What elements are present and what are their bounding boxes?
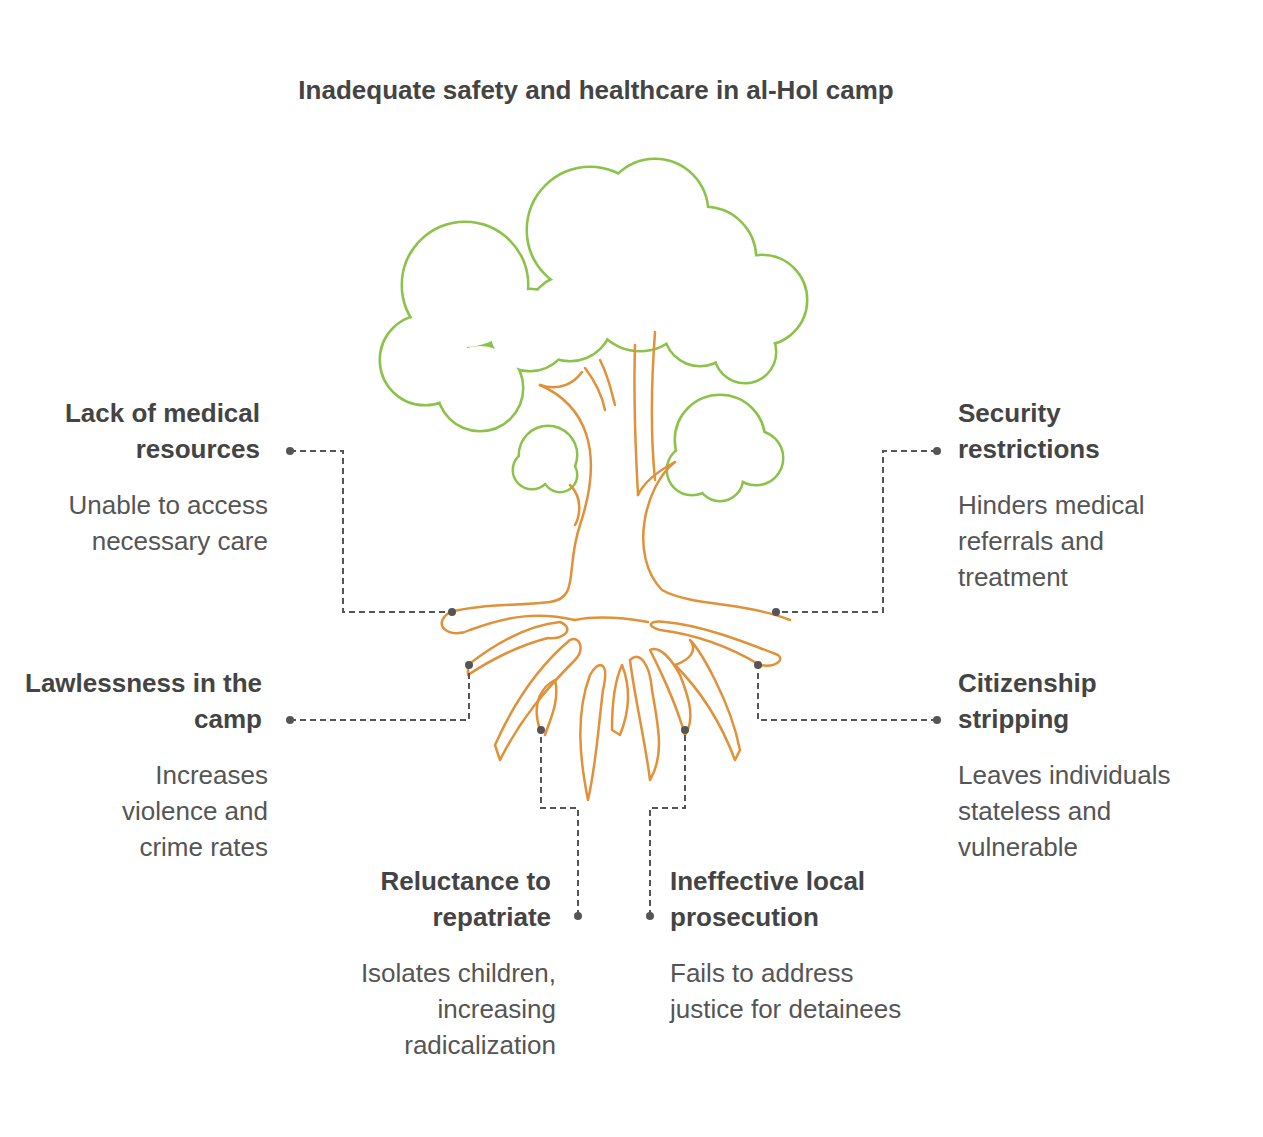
callout-description: Isolates children, increasing radicaliza… bbox=[306, 955, 556, 1063]
leader-line bbox=[290, 451, 937, 916]
tree-canopy bbox=[514, 427, 576, 491]
callout-heading: Lack of medical resources bbox=[20, 395, 260, 467]
callout-heading: Lawlessness in the camp bbox=[22, 665, 262, 737]
callout-description: Fails to address justice for detainees bbox=[670, 955, 910, 1027]
callout-heading: Ineffective local prosecution bbox=[670, 863, 940, 935]
tree-canopy bbox=[668, 396, 782, 500]
tree-roots bbox=[442, 612, 781, 800]
callout-heading: Citizenship stripping bbox=[958, 665, 1158, 737]
leader-dot bbox=[286, 447, 941, 920]
callout-heading: Reluctance to repatriate bbox=[331, 863, 551, 935]
tree-canopy bbox=[381, 160, 806, 430]
tree-trunk bbox=[450, 332, 790, 620]
diagram-title: Inadequate safety and healthcare in al-H… bbox=[0, 72, 1192, 108]
callout-description: Leaves individuals stateless and vulnera… bbox=[958, 757, 1218, 865]
callout-description: Increases violence and crime rates bbox=[53, 757, 268, 865]
callout-heading: Security restrictions bbox=[958, 395, 1158, 467]
callout-description: Hinders medical referrals and treatment bbox=[958, 487, 1198, 595]
callout-description: Unable to access necessary care bbox=[28, 487, 268, 559]
